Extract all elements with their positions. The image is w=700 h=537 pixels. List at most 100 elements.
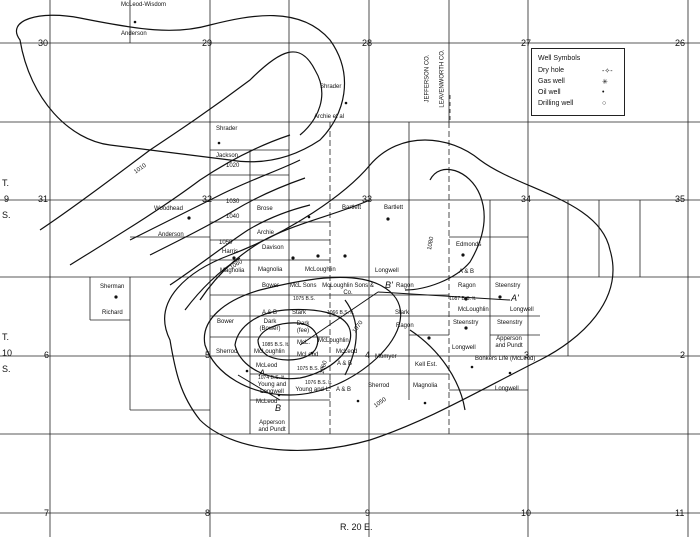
lease-name: Apperson and Pundt — [495, 336, 523, 349]
lease-name: Bonkers Life (McLeod) — [475, 356, 536, 362]
lease-name: Anderson — [121, 31, 147, 37]
elevation-note: 1075 B.S. lt. — [297, 366, 325, 372]
lease-name: Young and Longwell — [257, 382, 287, 395]
section-number: 33 — [362, 194, 373, 204]
township-label: S. — [2, 364, 11, 374]
legend-label: Gas well — [538, 78, 565, 85]
lease-name: McLoughlin Sons & Co. — [322, 283, 374, 296]
elevation-note: 1076 B.S. lt. — [305, 380, 333, 386]
lease-name: Stark — [292, 310, 307, 316]
lease-name: McL. — [297, 340, 311, 346]
section-letter: A' — [511, 293, 519, 303]
section-number: 5 — [205, 350, 211, 360]
gas-well-icon: ✳ — [602, 79, 608, 86]
section-number: 2 — [680, 350, 686, 360]
oil-well-symbol — [508, 371, 512, 375]
section-number: 35 — [675, 194, 686, 204]
lease-name: Richard — [102, 310, 123, 316]
contour-label: 1040 — [226, 214, 240, 220]
lease-name: Dark (fee) — [296, 321, 310, 334]
lease-name: A & B — [459, 269, 475, 275]
lease-name: Ragon — [396, 323, 414, 329]
lease-name: Magnolia — [413, 383, 438, 389]
gas-well-symbol — [133, 20, 137, 24]
gas-well-symbol — [114, 295, 118, 299]
lease-name: McLeod — [256, 399, 278, 405]
lease-name: Longwell — [375, 268, 399, 274]
section-number: 11 — [675, 508, 685, 518]
lease-name: McLeod-Wisdom — [121, 2, 167, 8]
well-symbols — [114, 20, 512, 405]
section-number: 3 — [524, 350, 530, 360]
township-label: T. — [2, 332, 10, 342]
lease-name: Steenstry — [453, 320, 479, 326]
elevation-note: 1085 B.S. lt. — [262, 342, 290, 348]
section-number: 8 — [205, 508, 211, 518]
lease-name: Sherman — [100, 284, 125, 290]
lease-name: McLeod — [256, 363, 278, 369]
elevation-note: 1075 B.S. — [293, 296, 315, 302]
lease-name: Ragon — [396, 283, 414, 289]
structure-contours — [15, 14, 614, 452]
drilling-well-icon: ○ — [602, 100, 607, 107]
lease-name: McLeod — [297, 352, 319, 358]
lease-name: Longwell — [452, 345, 476, 351]
county-label: JEFFERSON CO. — [424, 54, 431, 103]
oil-well-symbol — [470, 365, 474, 369]
section-number: 7 — [44, 508, 50, 518]
lease-name: Steenstry — [495, 283, 521, 289]
elevation-note: 1087 B.S. lt. — [449, 296, 477, 302]
dry-hole-symbol — [356, 399, 360, 403]
gas-well-symbol — [344, 101, 348, 105]
lease-name: Sherrod — [216, 349, 238, 355]
township-label: T. — [2, 178, 10, 188]
section-number: 27 — [521, 38, 532, 48]
gas-well-symbol — [291, 256, 295, 260]
lease-name: McLeod — [336, 349, 358, 355]
lease-name: Bartlett — [384, 205, 404, 211]
lease-name: Bartlett — [342, 205, 362, 211]
lease-name: Woodhead — [154, 206, 183, 212]
section-number: 4 — [365, 350, 371, 360]
lease-name: Archie — [257, 230, 275, 236]
gas-well-symbol — [464, 297, 468, 301]
lease-name: Davison — [262, 245, 284, 251]
lease-name: Longwell — [510, 307, 534, 313]
dry-hole-symbol — [423, 401, 427, 405]
elevation-note: 1066 B.S. lt. — [327, 310, 355, 316]
oil-well-symbol — [310, 351, 314, 355]
section-letter: B — [275, 403, 282, 413]
section-line-b — [237, 374, 281, 401]
oil-well-symbol — [277, 393, 281, 397]
gas-well-symbol — [232, 256, 236, 260]
elevation-note: 1074 B.S. lt. — [258, 375, 286, 381]
cross-section-lines — [237, 291, 511, 401]
section-number: 34 — [521, 194, 532, 204]
lease-name: Anderson — [158, 232, 184, 238]
contour-label: 1020 — [226, 163, 240, 169]
lease-name: Longwell — [495, 386, 519, 392]
lease-name: McLoughlin — [458, 307, 489, 313]
lease-name: Brose — [257, 206, 273, 212]
section-number: 30 — [38, 38, 49, 48]
township-label: S. — [2, 210, 11, 220]
lease-name: Jackson — [216, 153, 239, 159]
lease-name: Sherrod — [368, 383, 390, 389]
legend-label: Oil well — [538, 89, 561, 96]
lease-name: Bower — [217, 319, 235, 325]
section-number: 29 — [202, 38, 213, 48]
oil-well-symbol — [245, 369, 249, 373]
gas-well-symbol — [427, 336, 431, 340]
lease-name: Magnolia — [258, 267, 283, 273]
dry-hole-symbol — [307, 215, 311, 219]
lease-name: Dark (Bower) — [259, 319, 281, 332]
lease-name: A & B — [336, 387, 352, 393]
legend-title: Well Symbols — [538, 55, 581, 62]
dry-hole-symbol — [217, 141, 221, 145]
lease-name: Shrader — [216, 126, 238, 132]
county-label: LEAVENWORTH CO. — [439, 49, 446, 108]
section-number: 9 — [365, 508, 371, 518]
township-label: 10 — [2, 348, 13, 358]
